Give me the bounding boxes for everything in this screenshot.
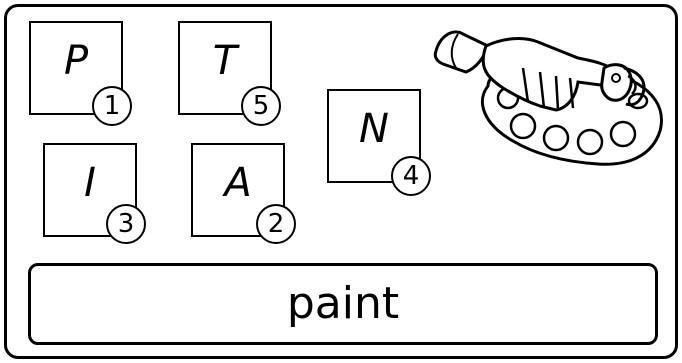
letter-tile-i: I (43, 143, 137, 237)
tile-number-badge: 1 (92, 86, 132, 126)
tile-number-badge: 5 (241, 86, 281, 126)
tile-letter: N (359, 106, 389, 152)
letter-tile-p: P (29, 21, 123, 115)
paint-palette-icon (433, 30, 663, 166)
tile-number-badge: 4 (391, 156, 431, 196)
tile-number-badge: 3 (106, 204, 146, 244)
tile-number-badge: 2 (256, 204, 296, 244)
tile-letter: T (212, 38, 238, 84)
tile-letter: A (224, 160, 252, 206)
tile-letter: P (63, 38, 89, 84)
answer-word-box: paint (28, 263, 658, 345)
tile-letter: I (84, 160, 96, 206)
